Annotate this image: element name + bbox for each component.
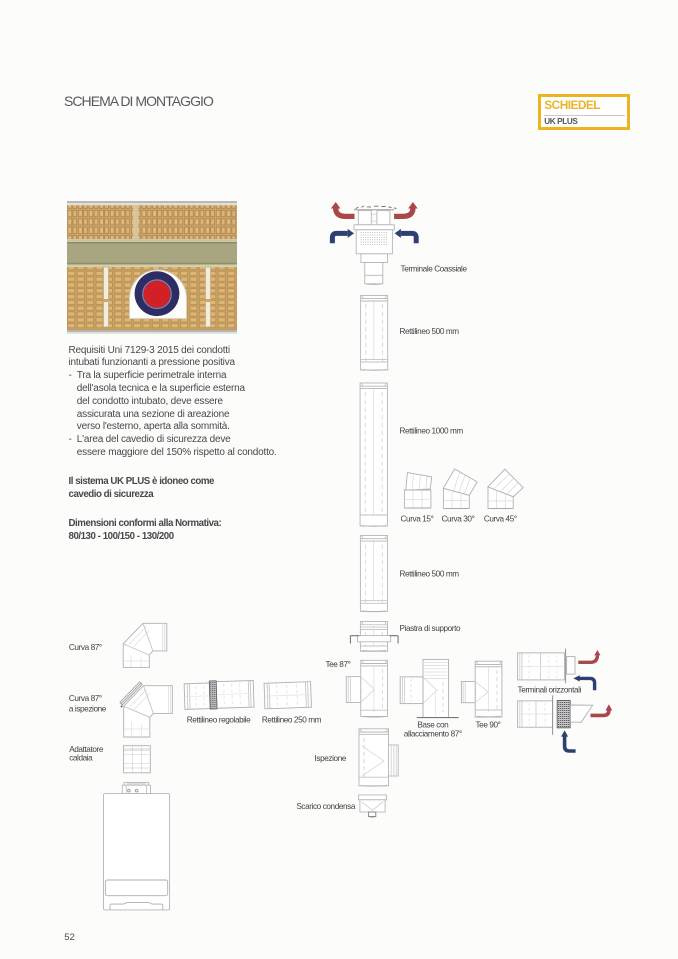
svg-text:Curva 15°: Curva 15° xyxy=(401,515,434,524)
svg-text:Terminali orizzontali: Terminali orizzontali xyxy=(518,686,582,695)
svg-text:Curva 87°: Curva 87° xyxy=(69,694,102,703)
svg-text:Rettilineo 250 mm: Rettilineo 250 mm xyxy=(262,716,322,725)
svg-text:Rettilineo regolabile: Rettilineo regolabile xyxy=(187,716,251,725)
svg-text:Rettilineo 500 mm: Rettilineo 500 mm xyxy=(400,570,460,579)
svg-text:caldaia: caldaia xyxy=(69,754,93,763)
svg-text:Curva 45°: Curva 45° xyxy=(484,515,517,524)
svg-text:Scarico condensa: Scarico condensa xyxy=(296,802,356,811)
svg-text:Tee 87°: Tee 87° xyxy=(325,660,350,669)
svg-text:Rettilineo 1000 mm: Rettilineo 1000 mm xyxy=(400,427,464,436)
svg-text:Rettilineo 500 mm: Rettilineo 500 mm xyxy=(400,327,460,336)
svg-text:Terminale Coassiale: Terminale Coassiale xyxy=(401,265,468,274)
svg-text:a ispezione: a ispezione xyxy=(69,704,107,713)
svg-text:Base con: Base con xyxy=(417,721,449,730)
svg-text:Adattatore: Adattatore xyxy=(69,745,104,754)
svg-text:Piastra di supporto: Piastra di supporto xyxy=(400,624,462,633)
svg-text:Ispezione: Ispezione xyxy=(315,754,347,763)
svg-text:Tee 90°: Tee 90° xyxy=(475,721,500,730)
svg-text:Curva 87°: Curva 87° xyxy=(69,643,102,652)
svg-text:allacciamento 87°: allacciamento 87° xyxy=(404,730,462,739)
svg-text:Curva 30°: Curva 30° xyxy=(442,515,475,524)
